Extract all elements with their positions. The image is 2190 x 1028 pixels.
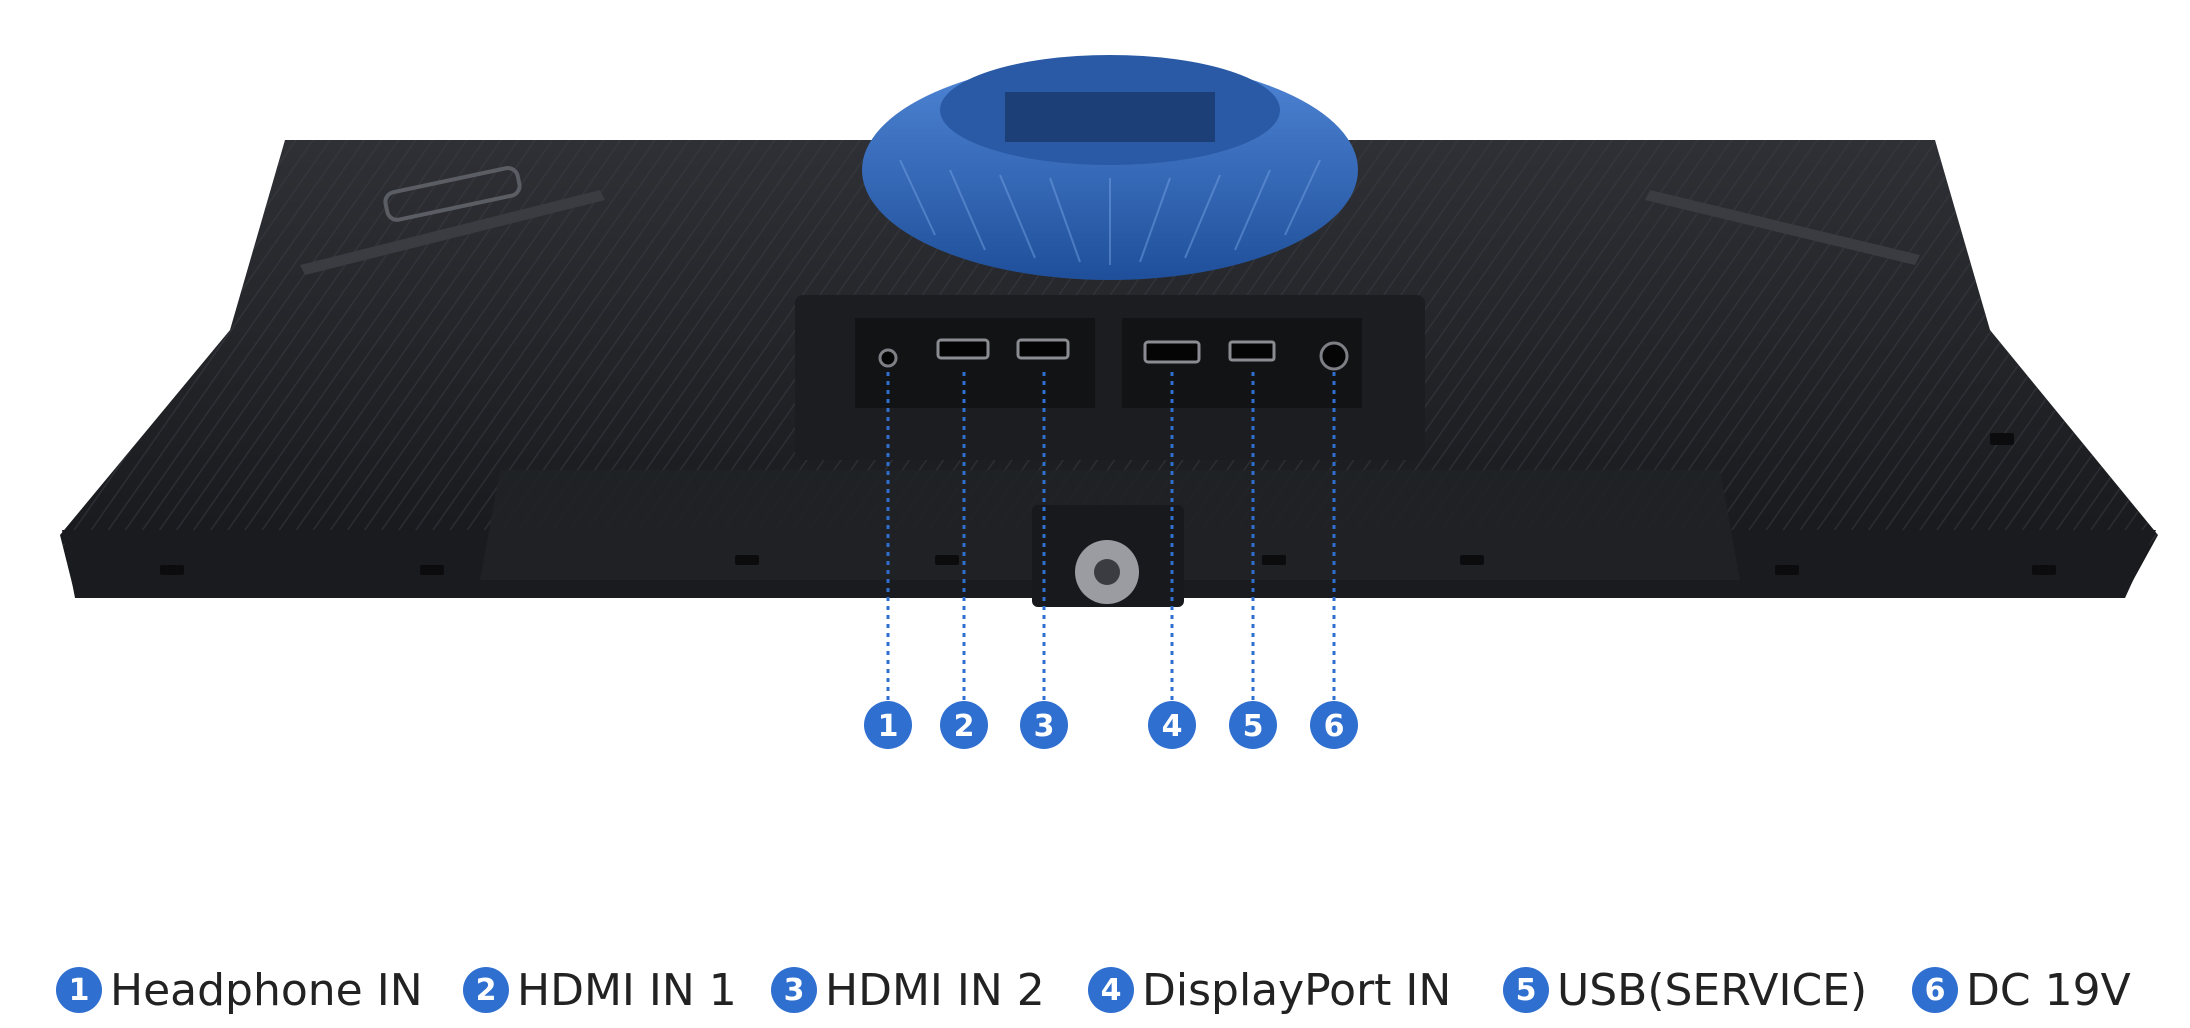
callout-badge-6: 6 [1310, 701, 1358, 749]
legend-number: 6 [1912, 967, 1958, 1013]
legend-label: DisplayPort IN [1142, 964, 1452, 1016]
left-accent-strip [300, 190, 605, 275]
stand-ring-ridges [899, 159, 1321, 265]
callout-badge-4: 4 [1148, 701, 1196, 749]
stand-ring-opening [1005, 92, 1215, 142]
joystick-center [1094, 559, 1120, 585]
legend-number: 5 [1503, 967, 1549, 1013]
displayport-port [1143, 340, 1201, 364]
legend-label: Headphone IN [110, 964, 423, 1016]
legend-label: HDMI IN 1 [517, 964, 737, 1016]
legend-item-dc-power: 6 DC 19V [1912, 955, 2131, 1025]
callout-number: 1 [878, 709, 899, 744]
legend-number: 1 [56, 967, 102, 1013]
callout-lines [886, 372, 1336, 700]
legend-number: 4 [1088, 967, 1134, 1013]
dc-power-port [1319, 341, 1349, 371]
callout-number: 3 [1034, 709, 1055, 744]
callout-number: 6 [1324, 709, 1345, 744]
callout-badge-5: 5 [1229, 701, 1277, 749]
legend-number: 3 [771, 967, 817, 1013]
callout-number: 2 [954, 709, 975, 744]
port-legend: 1 Headphone IN 2 HDMI IN 1 3 HDMI IN 2 4… [0, 955, 2190, 1025]
callout-badge-3: 3 [1020, 701, 1068, 749]
logo-badge [383, 166, 522, 222]
kensington-slot [1990, 433, 2014, 445]
right-accent-strip [1645, 190, 1920, 265]
vent-slots [160, 555, 2056, 575]
legend-item-displayport: 4 DisplayPort IN [1088, 955, 1451, 1025]
hdmi-port-1 [936, 338, 990, 360]
callout-badge-2: 2 [940, 701, 988, 749]
legend-item-hdmi-2: 3 HDMI IN 2 [771, 955, 1045, 1025]
headphone-port [878, 348, 898, 368]
callout-badge-1: 1 [864, 701, 912, 749]
legend-item-usb: 5 USB(SERVICE) [1503, 955, 1867, 1025]
callout-number: 4 [1162, 709, 1183, 744]
hdmi-port-2 [1016, 338, 1070, 360]
callout-number: 5 [1243, 709, 1264, 744]
legend-label: DC 19V [1966, 964, 2131, 1016]
usb-port [1228, 340, 1276, 362]
legend-label: HDMI IN 2 [825, 964, 1045, 1016]
legend-number: 2 [463, 967, 509, 1013]
legend-item-hdmi-1: 2 HDMI IN 1 [463, 955, 737, 1025]
legend-label: USB(SERVICE) [1557, 964, 1868, 1016]
legend-item-headphone: 1 Headphone IN [56, 955, 423, 1025]
